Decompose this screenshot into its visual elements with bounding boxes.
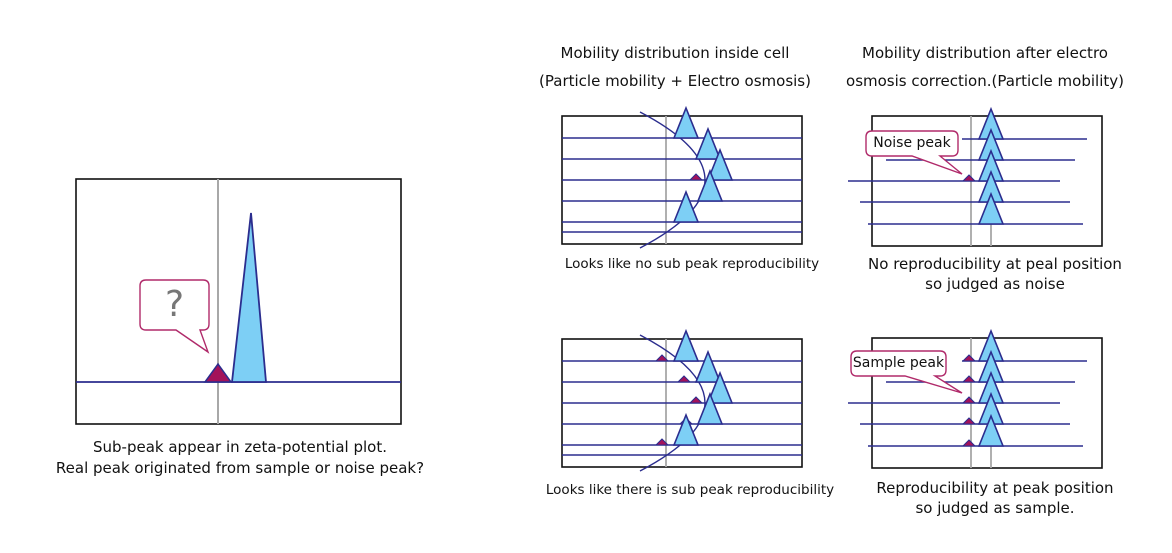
noise-peak-label: Noise peak	[873, 135, 951, 151]
main-peak	[672, 105, 700, 139]
top-right-caption-line1: No reproducibility at peal position	[868, 255, 1122, 273]
sub-peak	[688, 173, 704, 181]
main-peak	[706, 147, 734, 181]
main-peak	[977, 413, 1005, 447]
header-cell-line2: (Particle mobility + Electro osmosis)	[539, 72, 811, 90]
left-caption-line2: Real peak originated from sample or nois…	[55, 459, 425, 477]
sub-peak	[654, 438, 670, 446]
sample-peak-label: Sample peak	[852, 355, 945, 371]
sample-peak-callout	[850, 350, 963, 394]
panel-corrected-noise	[848, 106, 1103, 247]
sub-peak	[961, 396, 977, 404]
sub-peak	[203, 362, 233, 383]
sub-peak	[676, 375, 692, 383]
noise-peak-callout	[865, 130, 963, 175]
main-peak	[696, 391, 724, 425]
header-corrected-line1: Mobility distribution after electro	[862, 44, 1108, 62]
panel-corrected-sample	[848, 328, 1103, 469]
main-peak	[672, 189, 700, 223]
top-right-caption-line2: so judged as noise	[925, 275, 1065, 293]
main-peak	[694, 349, 722, 383]
question-mark: ?	[164, 284, 185, 325]
bottom-right-caption-line1: Reproducibility at peak position	[876, 479, 1114, 497]
zeta-potential-plot	[75, 178, 402, 425]
main-peak	[230, 212, 267, 383]
main-peak	[696, 168, 724, 202]
plot-frame	[75, 178, 402, 425]
bottom-right-caption-line2: so judged as sample.	[915, 499, 1075, 517]
sub-peak	[654, 354, 670, 362]
top-left-caption: Looks like no sub peak reproducibility	[564, 256, 820, 272]
sub-peak	[961, 174, 977, 182]
sub-peak	[961, 354, 977, 362]
panel-cell-no-reproducibility	[561, 105, 803, 249]
sub-peak	[688, 396, 704, 404]
main-peak	[706, 370, 734, 404]
panel-cell-reproducibility	[561, 328, 803, 472]
electro-osmosis-curve	[639, 111, 706, 249]
bottom-left-caption: Looks like there is sub peak reproducibi…	[545, 482, 835, 498]
main-peak	[694, 126, 722, 160]
main-peak	[672, 412, 700, 446]
header-cell-line1: Mobility distribution inside cell	[560, 44, 790, 62]
sub-peak	[961, 439, 977, 447]
electro-osmosis-curve	[639, 334, 706, 472]
sub-peak	[961, 375, 977, 383]
header-corrected-line2: osmosis correction.(Particle mobility)	[846, 72, 1124, 90]
question-callout	[139, 279, 210, 354]
main-peak	[977, 191, 1005, 225]
main-peak	[672, 328, 700, 362]
left-caption-line1: Sub-peak appear in zeta-potential plot.	[93, 438, 387, 456]
sub-peak	[961, 417, 977, 425]
